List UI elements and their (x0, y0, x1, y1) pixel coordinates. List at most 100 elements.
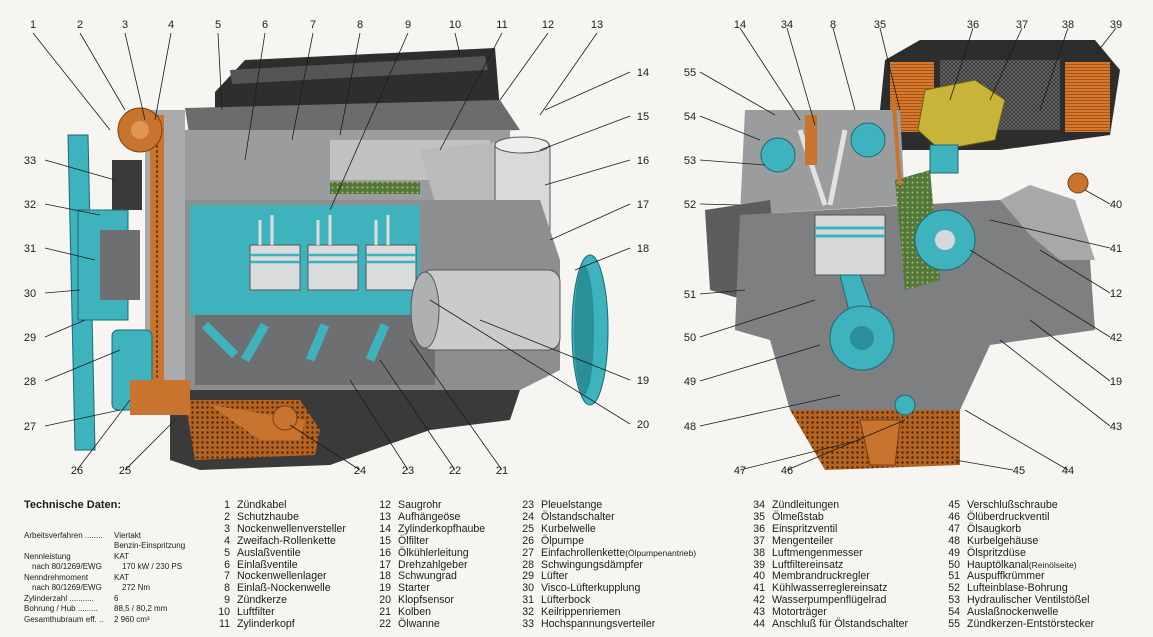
legend-number: 38 (753, 546, 765, 559)
legend-item: 1 Zündkabel (212, 499, 346, 512)
legend-text: Auslaßnockenwelle (967, 606, 1059, 619)
front-cross-section-view (705, 40, 1120, 470)
callout-number: 6 (262, 19, 268, 31)
legend-text: Luftfiltereinsatz (772, 558, 844, 571)
callout-number: 44 (1062, 465, 1074, 477)
legend-text: Hydraulischer Ventilstößel (967, 594, 1090, 607)
legend-text: Ölfilter (398, 534, 429, 547)
callout-number: 55 (684, 67, 696, 79)
callout-number: 26 (71, 465, 83, 477)
callout-number: 46 (781, 465, 793, 477)
callout-number: 5 (215, 19, 221, 31)
legend-text: Anschluß für Ölstandschalter (772, 618, 909, 631)
legend-number: 11 (219, 618, 230, 631)
callout-number: 45 (1013, 465, 1025, 477)
legend-number: 22 (379, 618, 391, 631)
legend-number: 4 (224, 534, 230, 547)
spec-value: 2 960 cm³ (114, 614, 150, 624)
callout-number: 1 (30, 19, 36, 31)
legend-number: 33 (522, 618, 534, 631)
spec-key: Bohrung / Hub ......... (24, 604, 98, 613)
legend-text: Motorträger (772, 606, 827, 619)
callout-number: 52 (684, 199, 696, 211)
distributor (112, 160, 142, 210)
legend-number: 10 (218, 606, 230, 619)
legend-text: Lufteinblase-Bohrung (967, 582, 1068, 595)
legend-text: Membrandruckregler (772, 570, 870, 583)
legend-number: 18 (379, 570, 391, 583)
legend-text: Kolben (398, 606, 431, 619)
callout-number: 29 (24, 332, 36, 344)
callout-number: 8 (357, 19, 363, 31)
legend-text: Drehzahlgeber (398, 558, 468, 571)
legend-item: 39 Luftfiltereinsatz (747, 558, 908, 572)
pistons (249, 215, 417, 291)
callout-number: 43 (1110, 421, 1122, 433)
legend-item: 44 Anschluß für Ölstandschalter (747, 618, 909, 631)
legend-number: 29 (522, 570, 534, 583)
legend-text: Ölspritzdüse (967, 546, 1026, 559)
legend-text: Kurbelgehäuse (967, 534, 1039, 547)
legend-item: 5 Auslaßventile (212, 546, 346, 560)
legend-number: 42 (753, 594, 765, 607)
legend-number: 1 (224, 499, 230, 511)
spec-value: 272 Nm (122, 583, 151, 592)
legend-number: 45 (948, 499, 960, 511)
legend-text: Keilrippenriemen (541, 606, 621, 619)
legend-text: Ölpumpe (541, 534, 584, 547)
spec-value: Viertakt (114, 530, 141, 540)
legend-text: Pleuelstange (541, 499, 603, 511)
legend-number: 34 (753, 499, 765, 511)
legend-text: Lüfter (541, 570, 569, 583)
callout-number: 3 (122, 19, 128, 31)
legend-number: 14 (379, 522, 391, 535)
callout-number: 28 (24, 376, 36, 388)
legend-text: Zweifach-Rollenkette (237, 534, 336, 547)
callout-number: 50 (684, 332, 696, 344)
legend-text: Auslaßventile (237, 546, 301, 559)
legend-text: Schutzhaube (237, 510, 299, 523)
legend-number: 5 (224, 546, 230, 559)
legend-text: Einfachrollenkette (541, 546, 626, 559)
legend-number: 44 (753, 618, 765, 631)
legend-number: 54 (948, 606, 960, 619)
spec-key: Arbeitsverfahren ........ (24, 530, 103, 540)
legend-number: 19 (379, 582, 391, 595)
legend-number: 39 (753, 558, 765, 571)
legend-number: 51 (948, 570, 960, 583)
legend-number: 46 (948, 510, 960, 523)
callout-number: 38 (1062, 19, 1074, 31)
callout-number: 31 (24, 243, 36, 255)
spec-key: Gesamthubraum eff. .. (24, 614, 104, 624)
legend-number: 8 (224, 582, 230, 595)
legend-note: (Ölpumpenantrieb) (625, 547, 697, 558)
legend-text: Klopfsensor (398, 594, 454, 607)
legend-text: Zündkabel (237, 499, 287, 511)
legend-text: Zylinderkopf (237, 618, 295, 631)
callout-number: 37 (1016, 19, 1028, 31)
legend-number: 12 (379, 499, 391, 511)
spec-row: Arbeitsverfahren ........ Viertakt (24, 531, 224, 542)
callout-number: 2 (77, 19, 83, 31)
legend-number: 7 (224, 570, 230, 583)
callout-number: 48 (684, 421, 696, 433)
legend-text: Ölmeßstab (772, 510, 824, 523)
legend-number: 26 (522, 534, 534, 547)
